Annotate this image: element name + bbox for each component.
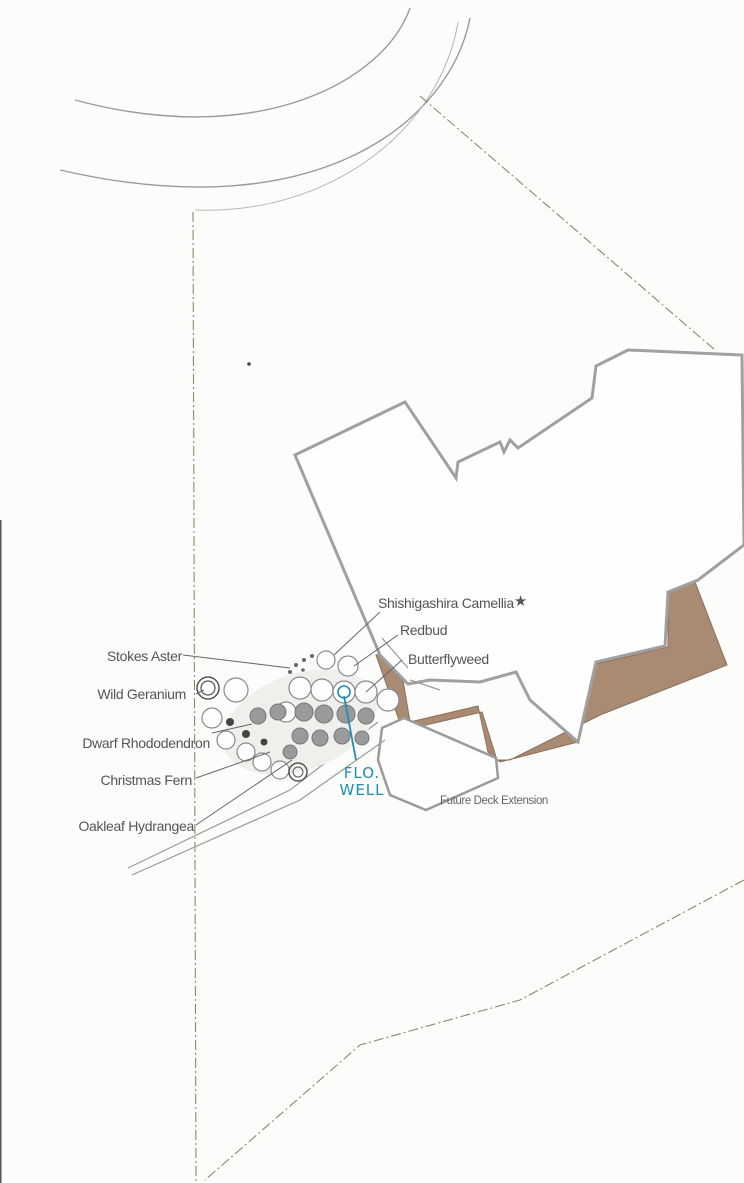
label-stokes-aster: Stokes Aster [107, 648, 182, 664]
label-oakleaf-hydrangea: Oakleaf Hydrangea [78, 818, 194, 834]
label-future-deck: Future Deck Extension [440, 795, 548, 807]
planting-bed [196, 650, 400, 782]
future-deck-outline [376, 716, 500, 812]
survey-dot [247, 362, 251, 366]
label-wild-geranium: Wild Geranium [97, 686, 186, 702]
handwritten-note: FLO. WELL [332, 765, 392, 799]
label-shishigashira-camellia-text: Shishigashira Camellia [378, 595, 514, 611]
star-icon: ★ [513, 593, 527, 610]
flowwell-arrow [343, 695, 357, 761]
label-butterflyweed: Butterflyweed [408, 651, 489, 667]
leader-lines [182, 611, 403, 826]
label-shishigashira-camellia: Shishigashira Camellia★ [378, 592, 527, 611]
label-redbud: Redbud [400, 622, 448, 638]
label-christmas-fern: Christmas Fern [100, 772, 193, 788]
handwritten-line-1: FLO. [343, 764, 381, 782]
property-boundary [0, 95, 744, 1183]
label-dwarf-rhododendron: Dwarf Rhododendron [82, 735, 210, 751]
handwritten-line-2: WELL [339, 781, 385, 799]
driveway-curve [59, 7, 471, 211]
house-outline [293, 348, 744, 745]
